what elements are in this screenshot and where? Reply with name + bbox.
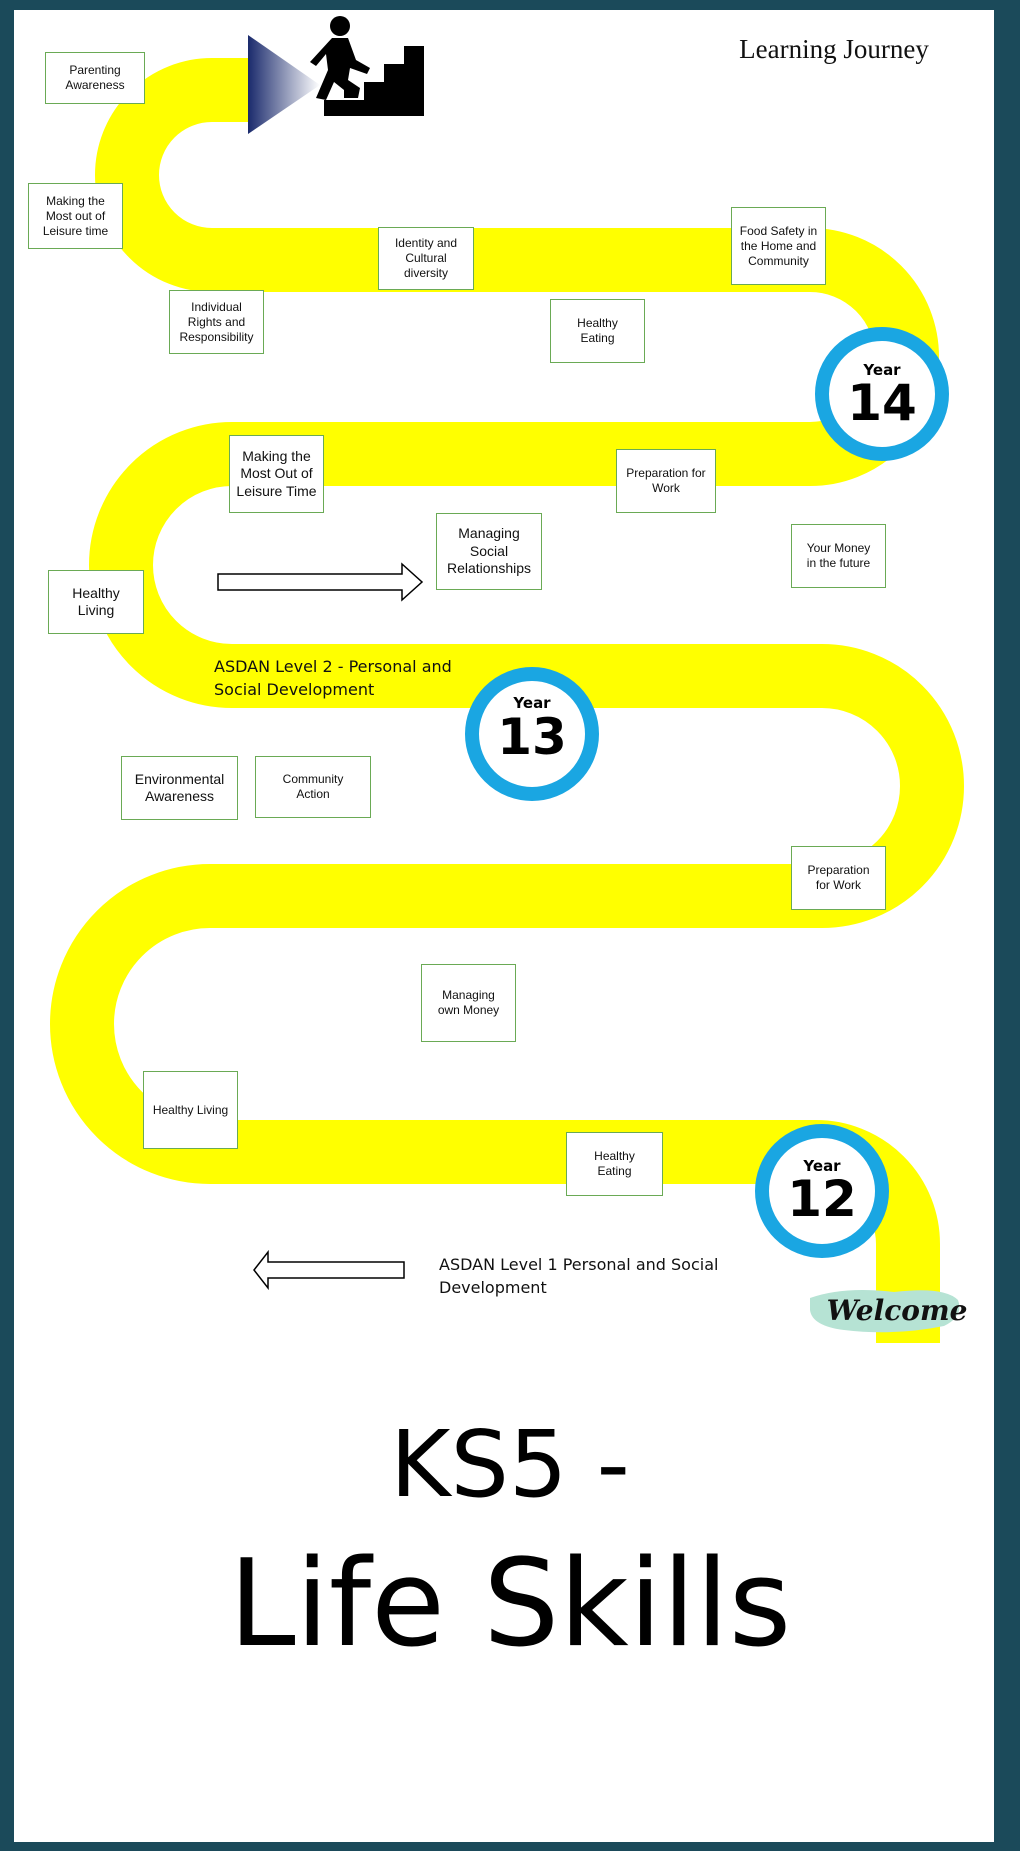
topic-healthy-living: Healthy Living [48,570,144,634]
welcome-text: Welcome [826,1294,968,1327]
year-14-label: Year [863,361,901,379]
left-arrow-icon [253,1249,405,1291]
topic-managing-social-relationships: Managing Social Relationships [436,513,542,590]
course-asdan-level-1: ASDAN Level 1 Personal and Social Develo… [439,1255,719,1297]
topic-healthy-eating-2: Healthy Eating [566,1132,663,1196]
course-asdan-level-2: ASDAN Level 2 - Personal and Social Deve… [214,657,452,699]
topic-preparation-for-work: Preparation for Work [616,449,716,513]
topic-making-most-leisure: Making the Most out of Leisure time [28,183,123,249]
topic-community-action: Community Action [255,756,371,818]
right-arrow-icon [217,562,424,602]
topic-food-safety: Food Safety in the Home and Community [731,207,826,285]
welcome-banner-icon [810,1290,960,1333]
ks5-heading: KS5 - [390,1411,630,1518]
blue-flag-icon [248,35,320,134]
topic-healthy-living-2: Healthy Living [143,1071,238,1149]
year-12-label: Year [803,1157,841,1175]
year-14-ring [815,327,949,461]
year-12-number: 12 [787,1170,857,1228]
topic-parenting-awareness: Parenting Awareness [45,52,145,104]
year-12-ring [755,1124,889,1258]
year-13-number: 13 [497,708,567,766]
topic-preparation-for-work-2: Preparation for Work [791,846,886,910]
climbing-stairs-icon [310,16,424,116]
page: Learning Journey Year 14 Year 13 Year 12… [14,10,994,1842]
topic-making-most-leisure-time: Making the Most Out of Leisure Time [229,435,324,513]
topic-environmental-awareness: Environmental Awareness [121,756,238,820]
year-13-label: Year [513,694,551,712]
page-title: Learning Journey [739,34,929,64]
topic-identity-diversity: Identity and Cultural diversity [378,227,474,290]
year-14-number: 14 [847,374,917,432]
topic-individual-rights: Individual Rights and Responsibility [169,290,264,354]
year-13-ring [465,667,599,801]
life-skills-heading: Life Skills [228,1535,792,1674]
topic-healthy-eating: Healthy Eating [550,299,645,363]
topic-managing-own-money: Managing own Money [421,964,516,1042]
topic-your-money-future: Your Money in the future [791,524,886,588]
